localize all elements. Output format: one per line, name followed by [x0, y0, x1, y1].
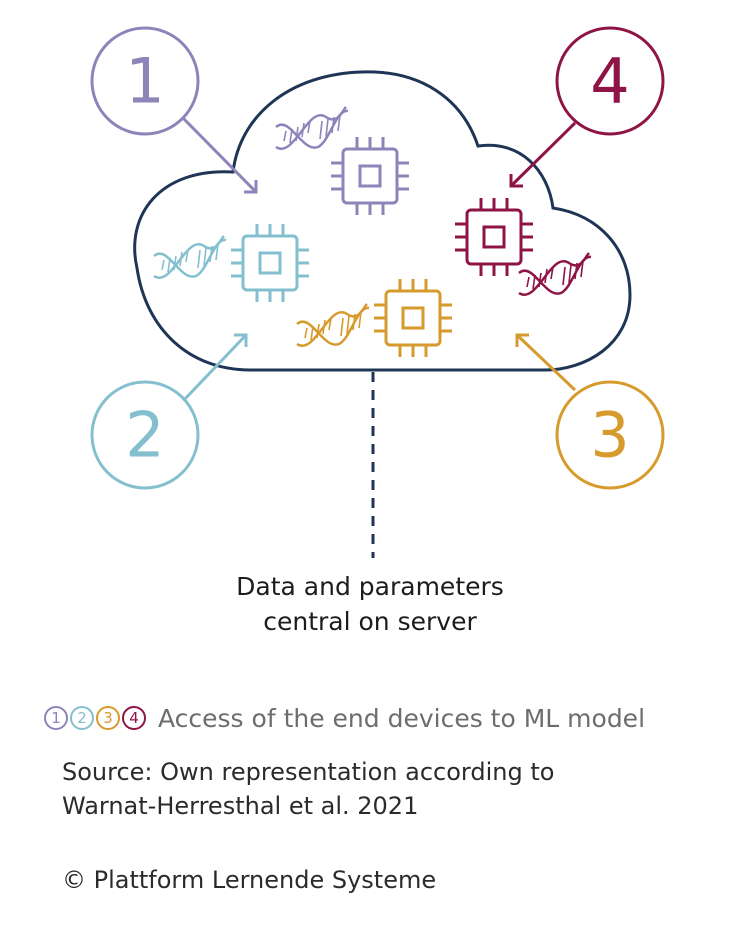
copyright: © Plattform Lernende Systeme — [62, 866, 437, 894]
dna-icon — [295, 302, 371, 348]
marker-4: 4 — [555, 26, 665, 136]
diagram: 1 2 3 4 — [90, 26, 665, 558]
legend-marker-4: 4 — [122, 706, 146, 730]
cloud-outline — [133, 70, 632, 372]
arrow-4 — [509, 121, 577, 188]
chip-icon — [372, 277, 454, 359]
marker-3: 3 — [555, 380, 665, 490]
dna-icon — [517, 251, 593, 297]
svg-text:1: 1 — [125, 45, 164, 118]
svg-text:2: 2 — [125, 399, 164, 472]
legend-marker-1: 1 — [44, 706, 68, 730]
arrow-2 — [182, 333, 248, 402]
chip-icon — [453, 196, 535, 278]
arrow-1 — [181, 116, 258, 194]
svg-text:4: 4 — [590, 45, 629, 118]
marker-2: 2 — [90, 380, 200, 490]
chip-icon — [329, 135, 411, 217]
caption-line-2: central on server — [263, 607, 477, 636]
dna-icon — [274, 105, 350, 151]
marker-1: 1 — [90, 26, 200, 136]
legend-text: Access of the end devices to ML model — [158, 703, 646, 733]
legend: 1 2 3 4 Access of the end devices to ML … — [44, 700, 645, 736]
caption-line-1: Data and parameters — [236, 572, 504, 601]
legend-marker-3: 3 — [96, 706, 120, 730]
source-line-2: Warnat-Herresthal et al. 2021 — [62, 792, 419, 820]
svg-text:3: 3 — [590, 399, 629, 472]
source-line-1: Source: Own representation according to — [62, 758, 555, 786]
chip-icon — [229, 222, 311, 304]
dna-icon — [152, 234, 228, 280]
arrow-3 — [515, 333, 577, 392]
legend-marker-2: 2 — [70, 706, 94, 730]
